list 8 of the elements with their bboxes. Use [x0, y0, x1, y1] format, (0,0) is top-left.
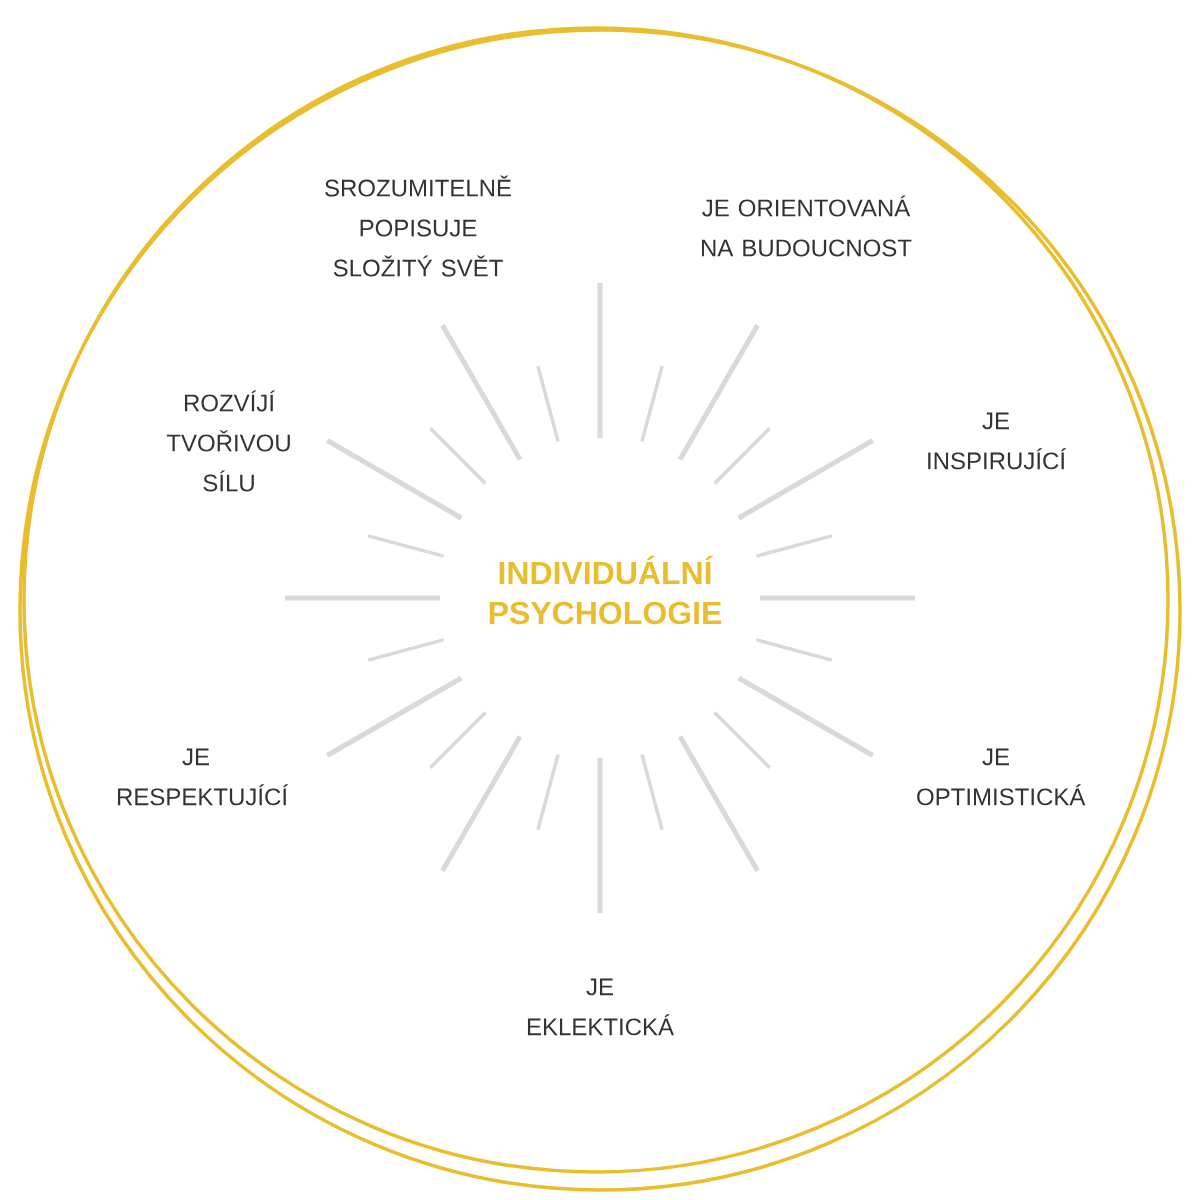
label: SROZUMITELNĚ POPISUJE SLOŽITÝ SVĚT: [325, 175, 511, 277]
label: JE INSPIRUJÍCÍ: [928, 412, 1066, 470]
label: JE EKLEKTICKÁ: [527, 978, 674, 1036]
label: JE ORIENTOVANÁ NA BUDOUCNOST: [702, 195, 912, 257]
label: JE OPTIMISTICKÁ: [917, 748, 1086, 806]
label: ROZVÍJÍ TVOŘIVOU SÍLU: [166, 390, 290, 492]
title: INDIVIDUÁLNÍ PSYCHOLOGIE: [489, 555, 722, 625]
label: JE RESPEKTUJÍCÍ: [118, 748, 288, 806]
